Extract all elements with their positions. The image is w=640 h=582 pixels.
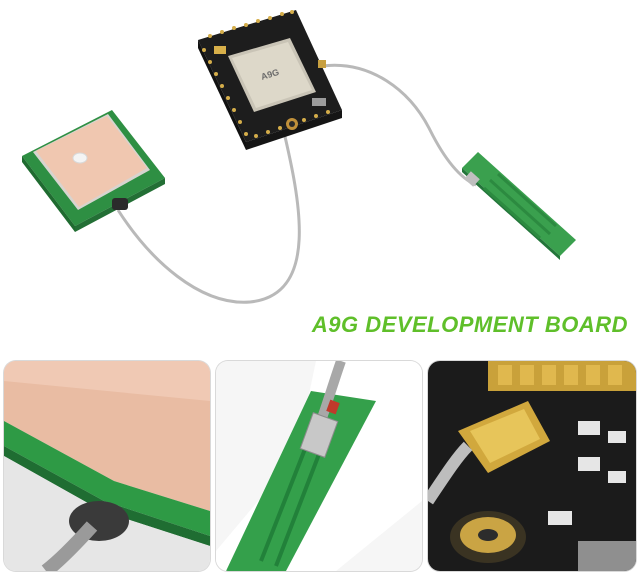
pcb-antenna xyxy=(462,152,576,260)
detail-panel-board-connector xyxy=(428,361,636,571)
detail-panel-gps-antenna xyxy=(4,361,210,571)
detail-panel-pcb-antenna xyxy=(216,361,422,571)
product-hero-image: A9G xyxy=(22,10,576,304)
a9g-board: A9G xyxy=(198,10,342,150)
gps-patch-antenna xyxy=(22,110,165,232)
gsm-antenna-cable xyxy=(321,63,477,187)
gps-antenna-cable xyxy=(116,127,301,304)
product-title: A9G DEVELOPMENT BOARD xyxy=(311,312,628,337)
